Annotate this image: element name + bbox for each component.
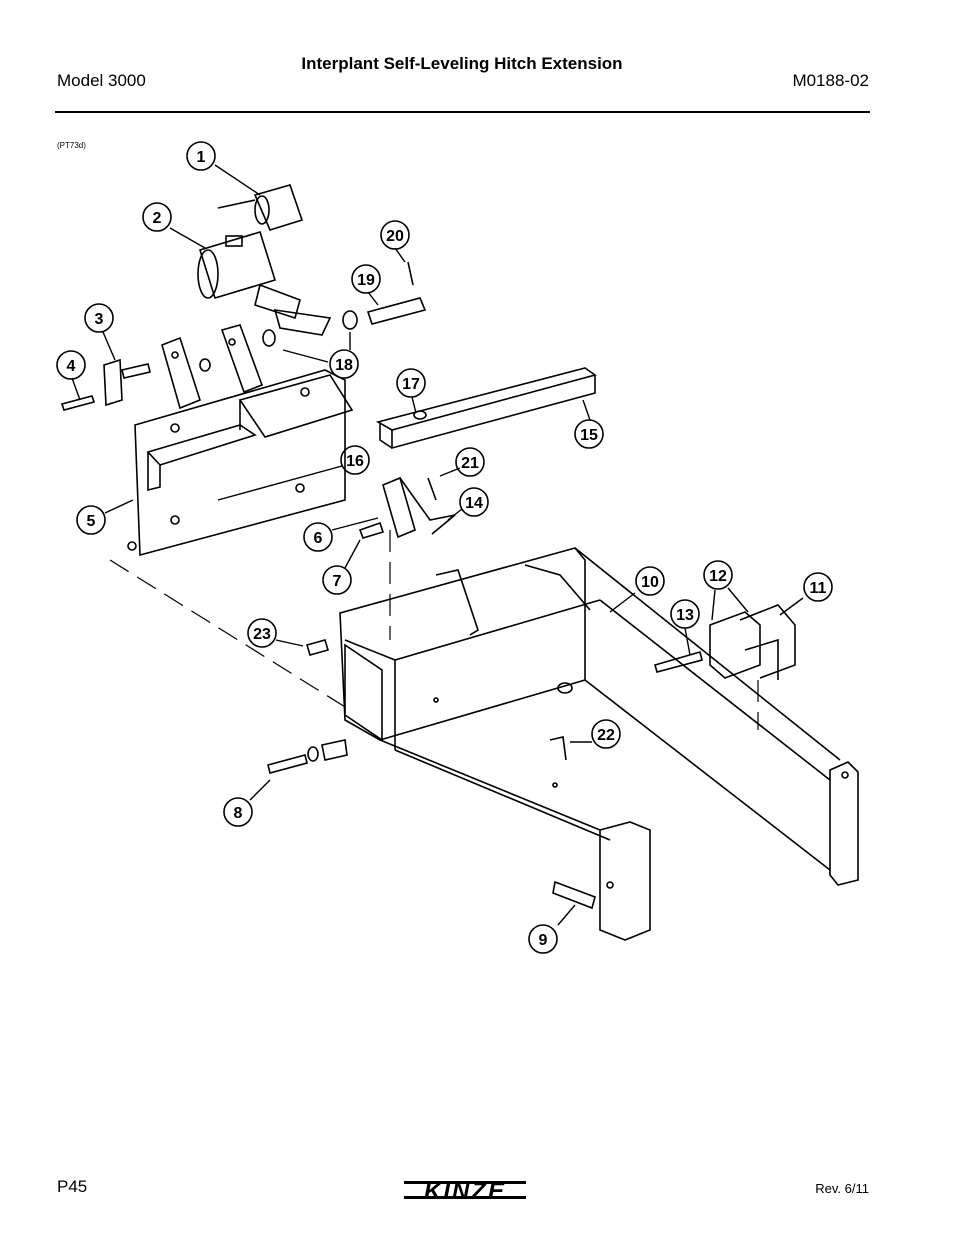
callout-4: 4 xyxy=(56,350,86,380)
svg-text:14: 14 xyxy=(465,495,483,512)
callout-11: 11 xyxy=(803,572,833,602)
hitch-frame xyxy=(339,547,859,941)
page-title: Interplant Self-Leveling Hitch Extension xyxy=(301,54,623,73)
svg-text:4: 4 xyxy=(67,358,76,375)
svg-text:KINZE: KINZE xyxy=(424,1178,506,1205)
callout-1: 1 xyxy=(186,141,216,171)
callout-bubbles: 1 2 3 4 5 6 7 8 9 10 11 12 13 14 15 16 1… xyxy=(56,141,833,954)
callout-3: 3 xyxy=(84,303,114,333)
callout-19: 19 xyxy=(351,264,381,294)
figure-reference: (PT73d) xyxy=(57,141,86,150)
callout-8: 8 xyxy=(223,797,253,827)
link-bracket xyxy=(358,476,456,539)
callout-6: 6 xyxy=(303,522,333,552)
svg-text:8: 8 xyxy=(234,805,243,822)
svg-text:15: 15 xyxy=(580,427,598,444)
callout-16: 16 xyxy=(340,445,370,475)
callout-21: 21 xyxy=(455,447,485,477)
model-label: Model 3000 xyxy=(57,71,146,90)
alignment-lines xyxy=(109,530,759,730)
callout-7: 7 xyxy=(322,565,352,595)
exploded-parts-diagram: 1 2 3 4 5 6 7 8 9 10 11 12 13 14 15 16 1… xyxy=(56,141,859,954)
header-divider xyxy=(55,111,870,113)
callout-10: 10 xyxy=(635,566,665,596)
callout-12: 12 xyxy=(703,560,733,590)
callout-18: 18 xyxy=(329,349,359,379)
callout-14: 14 xyxy=(459,487,489,517)
kinze-logo: KINZE xyxy=(404,1178,526,1205)
svg-text:18: 18 xyxy=(335,357,353,374)
svg-text:13: 13 xyxy=(676,607,694,624)
svg-text:21: 21 xyxy=(461,455,479,472)
page-number: P45 xyxy=(57,1177,88,1196)
svg-text:19: 19 xyxy=(357,272,375,289)
document-code: M0188-02 xyxy=(792,71,869,90)
callout-13: 13 xyxy=(670,599,700,629)
bolts xyxy=(267,639,596,910)
revision-date: Rev. 6/11 xyxy=(815,1181,869,1196)
svg-text:17: 17 xyxy=(402,376,420,393)
small-hardware xyxy=(199,261,427,372)
callout-15: 15 xyxy=(574,419,604,449)
callout-5: 5 xyxy=(76,505,106,535)
leveling-bar xyxy=(375,367,597,450)
hydraulic-cylinder xyxy=(197,231,332,336)
callout-9: 9 xyxy=(528,924,558,954)
svg-text:10: 10 xyxy=(641,574,659,591)
pivot-pin xyxy=(60,358,151,411)
mounting-plate xyxy=(127,369,354,557)
svg-text:9: 9 xyxy=(539,932,548,949)
svg-text:7: 7 xyxy=(333,573,342,590)
svg-text:11: 11 xyxy=(810,580,827,597)
svg-text:16: 16 xyxy=(346,453,364,470)
leader-arrows xyxy=(71,164,804,926)
svg-text:5: 5 xyxy=(87,513,96,530)
callout-20: 20 xyxy=(380,220,410,250)
spacer-blocks xyxy=(654,604,796,680)
svg-text:2: 2 xyxy=(153,210,162,227)
callout-23: 23 xyxy=(247,618,277,648)
svg-text:6: 6 xyxy=(314,530,323,547)
svg-text:22: 22 xyxy=(597,727,615,744)
svg-text:20: 20 xyxy=(386,228,404,245)
svg-text:23: 23 xyxy=(253,626,271,643)
clevis xyxy=(217,184,304,231)
plate-brackets xyxy=(161,324,264,410)
svg-text:12: 12 xyxy=(709,568,727,585)
svg-text:3: 3 xyxy=(95,311,104,328)
callout-2: 2 xyxy=(142,202,172,232)
svg-text:1: 1 xyxy=(197,149,206,166)
callout-22: 22 xyxy=(591,719,621,749)
callout-17: 17 xyxy=(396,368,426,398)
